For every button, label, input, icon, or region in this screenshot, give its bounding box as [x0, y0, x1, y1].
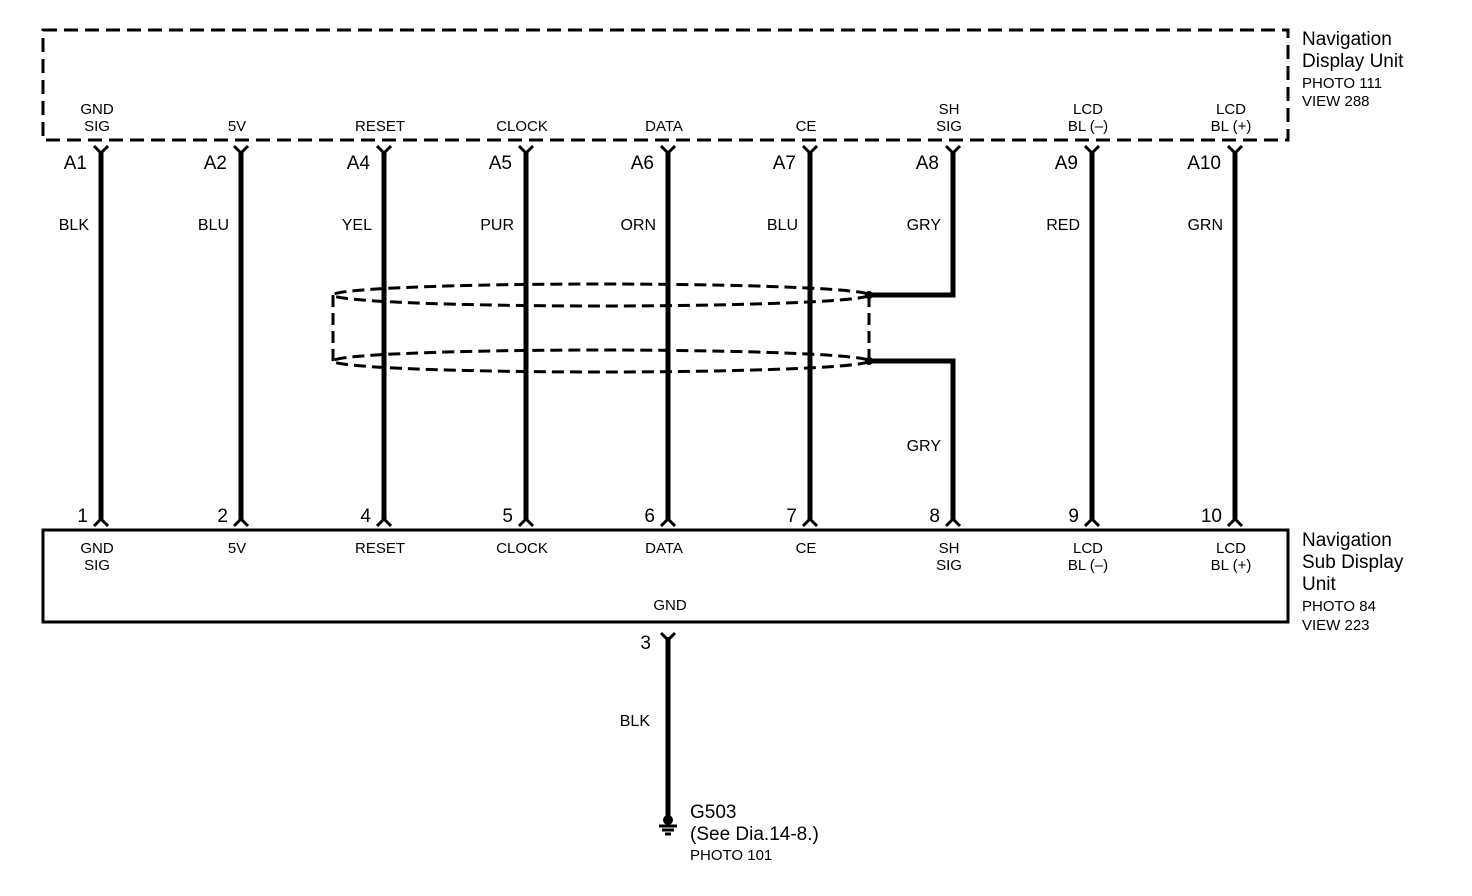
top-pin-label: A1: [64, 153, 87, 174]
top-pin-label: A5: [489, 153, 512, 174]
wire-color-label: GRN: [1187, 217, 1223, 234]
bottom-signal-label-2: SIG: [936, 557, 962, 574]
shield-bottom-ellipse: [331, 348, 871, 374]
top-signal-label-1: GND: [80, 101, 114, 118]
top-signal-label-2: BL (–): [1068, 118, 1108, 135]
shield-top-ellipse: [331, 282, 871, 308]
top-signal-label: DATA: [645, 118, 683, 135]
bottom-pin-label: 4: [360, 506, 371, 527]
top-signal-label: CLOCK: [496, 118, 548, 135]
wire-color-label-lower: GRY: [907, 438, 942, 455]
top-connector-mark: [1226, 144, 1244, 156]
ground-pin-number: 3: [640, 633, 651, 654]
top-signal-label-1: LCD: [1073, 101, 1103, 118]
bottom-pin-label: 8: [929, 506, 940, 527]
bottom-connector-mark: [944, 516, 962, 528]
wire-color-label: PUR: [480, 217, 514, 234]
top-pin-label: A2: [204, 153, 227, 174]
top-signal-label: 5V: [228, 118, 246, 135]
ground-photo: PHOTO 101: [690, 847, 772, 864]
top-unit-name-2: Display Unit: [1302, 51, 1404, 72]
top-signal-label: RESET: [355, 118, 405, 135]
bottom-pin-label: 1: [77, 506, 88, 527]
wire-color-label: GRY: [907, 217, 942, 234]
sub-unit-gnd-label: GND: [653, 597, 687, 614]
top-unit-photo: PHOTO 111: [1302, 75, 1382, 92]
top-unit-box: [41, 28, 1290, 142]
bottom-signal-label: DATA: [645, 540, 683, 557]
bottom-connector-mark: [517, 516, 535, 528]
sub-unit-name-2: Sub Display: [1302, 552, 1404, 573]
top-pin-label: A9: [1055, 153, 1078, 174]
sub-unit-box: [41, 528, 1290, 624]
wire-line-lower: [869, 358, 956, 520]
top-unit-name-1: Navigation: [1302, 29, 1392, 50]
ground-ref: (See Dia.14-8.): [690, 824, 819, 845]
wire-group: A11GNDSIGGNDSIGBLKA225V5VBLUA44RESETRESE…: [59, 101, 1252, 574]
bottom-pin-label: 2: [217, 506, 228, 527]
top-pin-label: A7: [773, 153, 796, 174]
sub-unit-photo: PHOTO 84: [1302, 598, 1376, 615]
bottom-signal-label-1: SH: [939, 540, 960, 557]
top-connector-mark: [232, 144, 250, 156]
top-connector-mark: [1083, 144, 1101, 156]
sub-unit-name-1: Navigation: [1302, 530, 1392, 551]
wire-color-label: RED: [1046, 217, 1080, 234]
top-signal-label-2: SIG: [936, 118, 962, 135]
shield: [331, 282, 873, 374]
bottom-signal-label-2: SIG: [84, 557, 110, 574]
bottom-pin-label: 5: [502, 506, 513, 527]
top-signal-label-1: SH: [939, 101, 960, 118]
top-pin-label: A4: [347, 153, 371, 174]
bottom-pin-label: 6: [644, 506, 655, 527]
wire-color-label: BLU: [198, 217, 229, 234]
wire-line-upper: [869, 152, 956, 298]
top-signal-label-2: SIG: [84, 118, 110, 135]
top-signal-label-1: LCD: [1216, 101, 1246, 118]
ground-circuit: 3 BLK G503 (See Dia.14-8.) PHOTO 101: [620, 631, 819, 864]
wire-color-label: BLK: [59, 217, 90, 234]
bottom-signal-label-2: BL (+): [1211, 557, 1252, 574]
bottom-signal-label-1: GND: [80, 540, 114, 557]
top-connector-mark: [517, 144, 535, 156]
wire-color-label: BLU: [767, 217, 798, 234]
sub-unit-name-3: Unit: [1302, 574, 1337, 595]
bottom-pin-label: 9: [1068, 506, 1079, 527]
top-connector-mark: [92, 144, 110, 156]
wire-color-label: YEL: [342, 217, 372, 234]
top-signal-label: CE: [796, 118, 817, 135]
top-connector-mark: [801, 144, 819, 156]
ground-wire-color: BLK: [620, 713, 651, 730]
bottom-connector-mark: [659, 516, 677, 528]
top-connector-mark: [944, 144, 962, 156]
bottom-signal-label-1: LCD: [1216, 540, 1246, 557]
bottom-connector-mark: [92, 516, 110, 528]
bottom-pin-label: 10: [1201, 506, 1222, 527]
wire-color-label: ORN: [620, 217, 656, 234]
top-connector-mark: [659, 144, 677, 156]
bottom-signal-label-2: BL (–): [1068, 557, 1108, 574]
bottom-signal-label-1: LCD: [1073, 540, 1103, 557]
bottom-connector-mark: [1226, 516, 1244, 528]
bottom-pin-label: 7: [786, 506, 797, 527]
ground-terminal: [663, 815, 673, 825]
top-pin-label: A8: [916, 153, 939, 174]
bottom-connector-mark: [375, 516, 393, 528]
bottom-connector-mark: [1083, 516, 1101, 528]
top-pin-label: A10: [1187, 153, 1221, 174]
top-unit-view: VIEW 288: [1302, 93, 1370, 110]
sub-unit-view: VIEW 223: [1302, 617, 1370, 634]
bottom-signal-label: CE: [796, 540, 817, 557]
top-connector-mark: [375, 144, 393, 156]
bottom-connector-mark: [801, 516, 819, 528]
top-pin-label: A6: [631, 153, 654, 174]
ground-id: G503: [690, 802, 736, 823]
top-signal-label-2: BL (+): [1211, 118, 1252, 135]
bottom-signal-label: 5V: [228, 540, 246, 557]
bottom-signal-label: CLOCK: [496, 540, 548, 557]
bottom-signal-label: RESET: [355, 540, 405, 557]
bottom-connector-mark: [232, 516, 250, 528]
